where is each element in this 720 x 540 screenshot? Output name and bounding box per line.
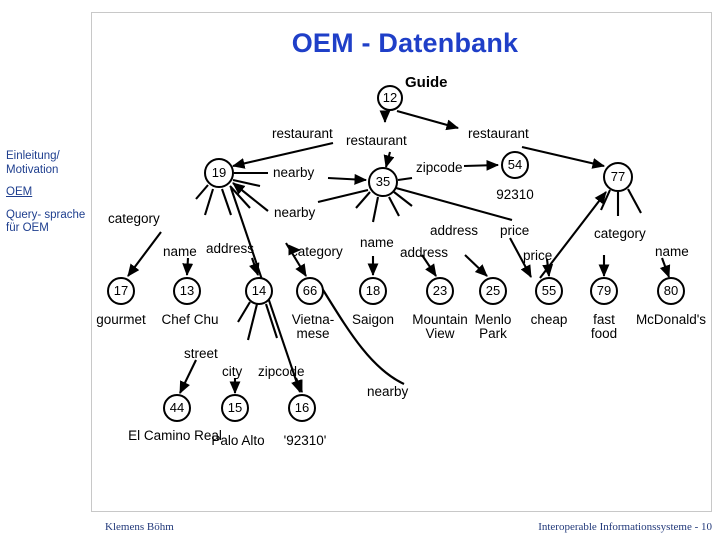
- graph-node-label: 55: [541, 283, 557, 298]
- edge-label-zipcode: zipcode: [258, 364, 305, 379]
- graph-node-17[interactable]: 17: [107, 277, 135, 305]
- graph-node-label: 79: [596, 283, 612, 298]
- graph-node-label: 16: [294, 400, 310, 415]
- leaf-value-80: McDonald's: [635, 312, 707, 327]
- leaf-value-54: 92310: [496, 187, 534, 202]
- graph-node-19[interactable]: 19: [204, 158, 234, 188]
- graph-node-label: 12: [382, 90, 398, 105]
- edge-label-category: category: [291, 244, 343, 259]
- edge-label-street: street: [184, 346, 218, 361]
- edge-label-address: address: [206, 241, 255, 256]
- edge-label-name: name: [360, 235, 394, 250]
- leaf-value-18: Saigon: [351, 312, 395, 327]
- edge-label-category: category: [594, 226, 646, 241]
- graph-node-23[interactable]: 23: [426, 277, 454, 305]
- leaf-value-25: Menlo Park: [474, 312, 512, 341]
- graph-node-55[interactable]: 55: [535, 277, 563, 305]
- graph-node-25[interactable]: 25: [479, 277, 507, 305]
- leaf-value-79: fast food: [590, 312, 618, 341]
- edge-label-nearby: nearby: [274, 205, 316, 220]
- graph-node-15[interactable]: 15: [221, 394, 249, 422]
- footer-author: Klemens Böhm: [105, 521, 174, 533]
- leaf-value-16: '92310': [283, 433, 327, 448]
- edge-label-nearby: nearby: [367, 384, 409, 399]
- sidebar-item-einleitung[interactable]: Einleitung/ Motivation: [6, 150, 60, 176]
- edge-label-restaurant: restaurant: [346, 133, 407, 148]
- graph-node-label: 54: [507, 157, 523, 172]
- graph-node-18[interactable]: 18: [359, 277, 387, 305]
- graph-node-label: 77: [610, 169, 626, 184]
- graph-node-44[interactable]: 44: [163, 394, 191, 422]
- graph-node-80[interactable]: 80: [657, 277, 685, 305]
- leaf-value-13: Chef Chu: [161, 312, 219, 327]
- graph-node-label: 14: [251, 283, 267, 298]
- graph-node-label: 23: [432, 283, 448, 298]
- edge-label-price: price: [523, 248, 553, 263]
- leaf-value-15: Palo Alto: [211, 433, 265, 448]
- edge-label-zipcode: zipcode: [416, 160, 463, 175]
- graph-node-79[interactable]: 79: [590, 277, 618, 305]
- graph-node-label: 44: [169, 400, 185, 415]
- graph-node-label: 15: [227, 400, 243, 415]
- graph-node-label: 13: [179, 283, 195, 298]
- leaf-value-23: Mountain View: [412, 312, 468, 341]
- graph-node-label: 25: [485, 283, 501, 298]
- edge-label-city: city: [222, 364, 243, 379]
- leaf-value-66: Vietna- mese: [291, 312, 335, 341]
- graph-node-label: 19: [211, 165, 227, 180]
- graph-node-54[interactable]: 54: [501, 151, 529, 179]
- graph-node-16[interactable]: 16: [288, 394, 316, 422]
- graph-node-12[interactable]: 12: [377, 85, 403, 111]
- edge-label-nearby: nearby: [273, 165, 315, 180]
- leaf-value-55: cheap: [530, 312, 568, 327]
- graph-node-label: 17: [113, 283, 129, 298]
- graph-node-14[interactable]: 14: [245, 277, 273, 305]
- edge-label-address: address: [430, 223, 479, 238]
- graph-node-66[interactable]: 66: [296, 277, 324, 305]
- edge-label-category: category: [108, 211, 160, 226]
- edge-label-name: name: [163, 244, 197, 259]
- graph-node-label: 18: [365, 283, 381, 298]
- graph-edges: [127, 109, 671, 395]
- edge-label-restaurant: restaurant: [468, 126, 529, 141]
- footer-course: Interoperable Informationssysteme - 10: [538, 521, 712, 533]
- edge-label-address: address: [400, 245, 449, 260]
- leaf-value-44: El Camino Real: [128, 428, 222, 443]
- leaf-value-17: gourmet: [96, 312, 146, 327]
- edge-label-restaurant: restaurant: [272, 126, 333, 141]
- root-label-guide: Guide: [405, 74, 448, 91]
- graph-node-label: 35: [375, 174, 391, 189]
- graph-node-13[interactable]: 13: [173, 277, 201, 305]
- graph-node-label: 66: [302, 283, 318, 298]
- graph-node-label: 80: [663, 283, 679, 298]
- graph-node-77[interactable]: 77: [603, 162, 633, 192]
- graph-node-35[interactable]: 35: [368, 167, 398, 197]
- sidebar-item-querysprache[interactable]: Query- sprache für OEM: [6, 208, 86, 235]
- page-title: OEM - Datenbank: [291, 28, 519, 58]
- sidebar-nav: Einleitung/ Motivation OEM Query- sprach…: [6, 150, 90, 245]
- sidebar-item-oem[interactable]: OEM: [6, 186, 33, 198]
- edge-label-price: price: [500, 223, 530, 238]
- edge-label-name: name: [655, 244, 689, 259]
